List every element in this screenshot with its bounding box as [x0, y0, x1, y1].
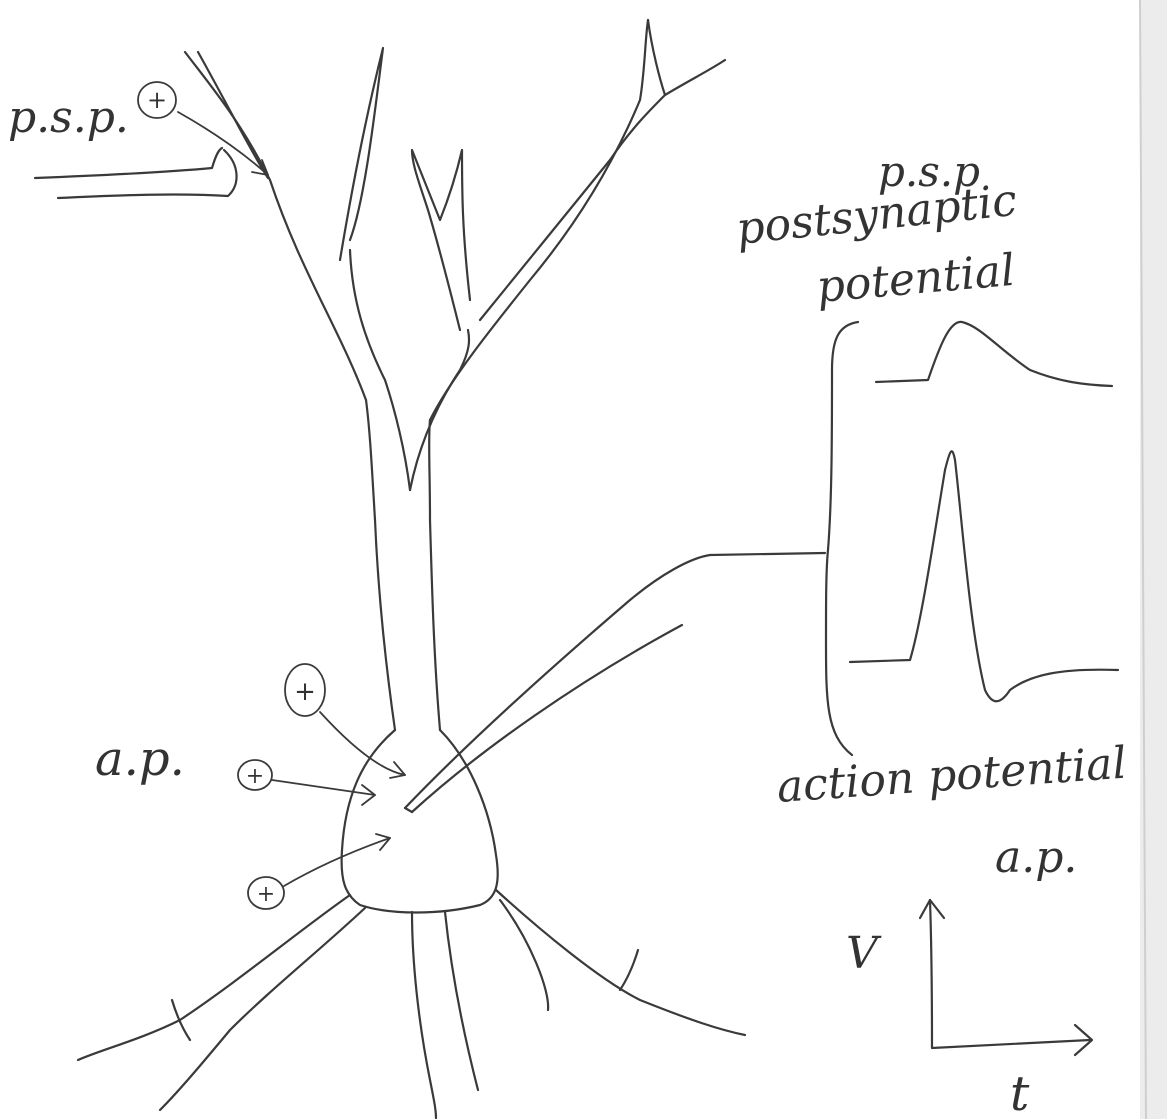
ap-left-label: a.p.: [95, 731, 185, 787]
psp-trace: [876, 322, 1112, 386]
apical-trunk-left: [366, 400, 395, 730]
input-arrow-2: [272, 780, 375, 795]
apical-trunk-right: [429, 420, 440, 730]
paper-edge: [1140, 0, 1167, 1119]
psp-pointer-label: p.s.p.: [8, 92, 129, 143]
dendrite-center-fork: [412, 150, 470, 330]
basal-left-lower: [160, 908, 365, 1110]
axon-terminal-top: [35, 148, 222, 178]
ap-trace: [850, 451, 1118, 701]
basal-right-upper: [496, 890, 745, 1035]
axis-v-label: V: [846, 928, 882, 979]
axon-terminal-bottom: [58, 150, 237, 198]
v-axis: [930, 900, 1090, 1048]
dendrite-left-inner: [198, 52, 268, 178]
psp-line2-label: potential: [815, 245, 1017, 313]
plus-circle-1: +: [285, 664, 325, 716]
plus-circle-psp: +: [138, 82, 176, 118]
soma: [342, 730, 498, 913]
dendrite-left-outer: [185, 52, 366, 400]
ap-caption-abbr: a.p.: [995, 832, 1077, 883]
basal-left-upper: [78, 895, 350, 1060]
dendrite-right-tip: [648, 20, 665, 95]
psp-line1-label: postsynaptic: [734, 175, 1019, 255]
plus-sign: +: [246, 764, 264, 789]
basal-right-lower: [500, 900, 548, 1010]
plus-circle-3: +: [248, 877, 284, 909]
neuron: [78, 20, 745, 1118]
plus-sign: +: [147, 86, 167, 114]
plus-sign: +: [294, 677, 316, 707]
basal-center-right: [445, 912, 478, 1090]
input-arrow-1: [320, 712, 405, 775]
plus-sign: +: [257, 882, 275, 907]
dendrite-inner-v-right: [410, 330, 469, 490]
plus-circle-2: +: [238, 760, 272, 790]
v-axis-arrowhead: [920, 900, 944, 918]
electrode-tip: [405, 808, 412, 812]
input-arrow-3: [284, 838, 390, 886]
axis-t-label: t: [1010, 1066, 1030, 1119]
basal-right-twig: [620, 950, 638, 990]
psp-arrow: [178, 112, 268, 175]
electrode-lower: [412, 625, 682, 812]
basal-center-left: [412, 912, 436, 1118]
dendrite-left-prong: [340, 48, 383, 260]
dendrite-inner-v-left: [350, 250, 410, 490]
trace-bracket: [826, 322, 858, 755]
dendrite-right-outer: [480, 60, 725, 320]
ap-caption-line1: action potential: [775, 738, 1128, 813]
